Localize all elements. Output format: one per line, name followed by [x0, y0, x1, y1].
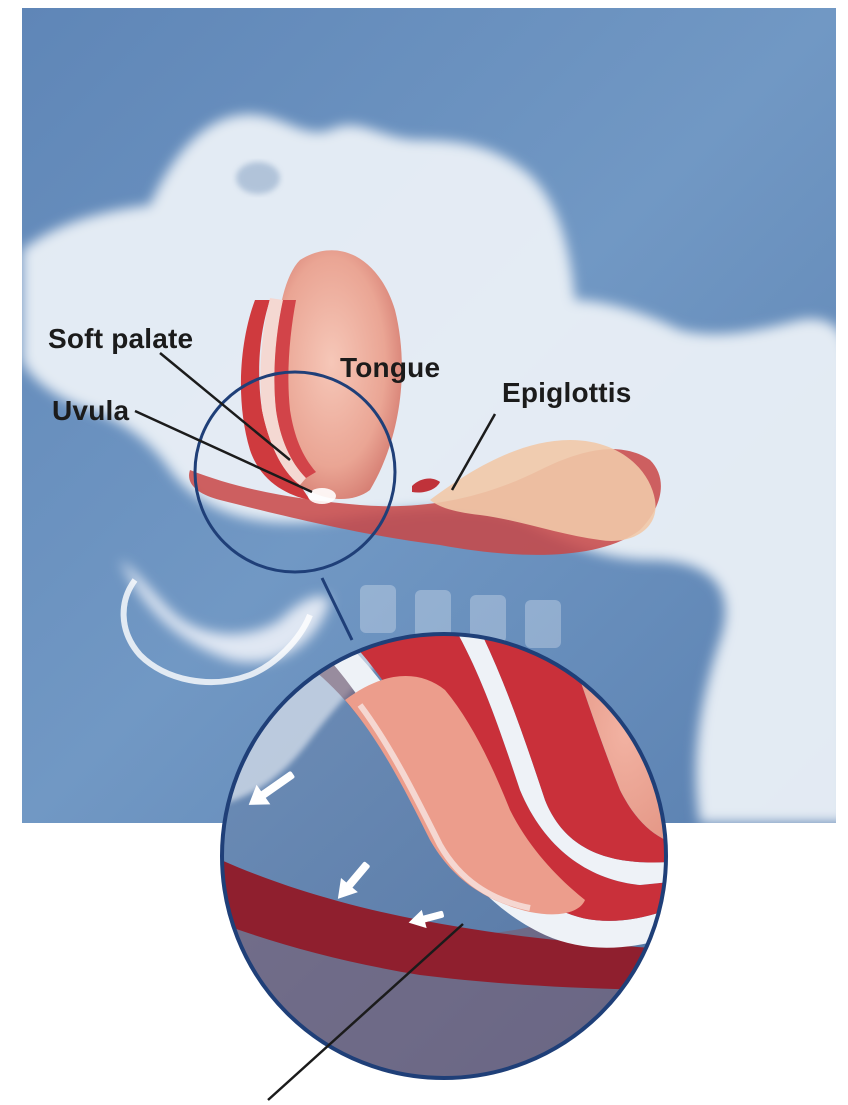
uvula-label: Uvula — [52, 395, 129, 426]
uvula-shape — [308, 488, 336, 504]
tongue-label: Tongue — [340, 352, 440, 383]
soft-palate-label: Soft palate — [48, 323, 193, 354]
nostril — [236, 162, 280, 194]
epiglottis-label: Epiglottis — [502, 377, 632, 408]
